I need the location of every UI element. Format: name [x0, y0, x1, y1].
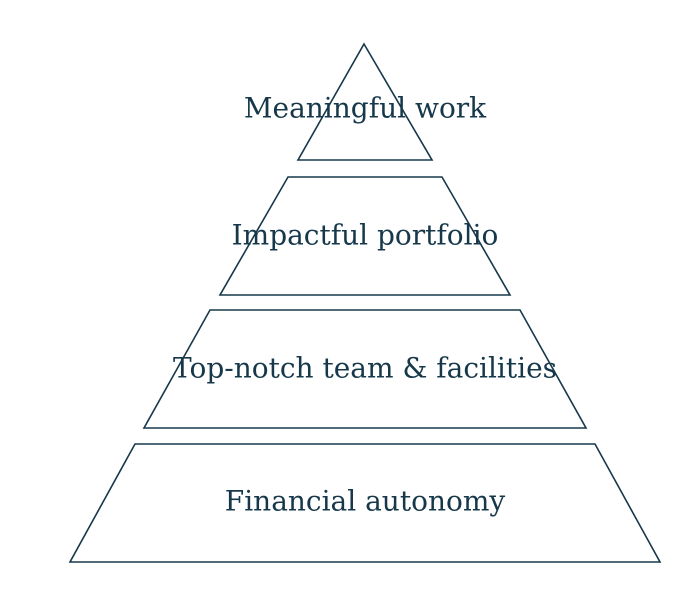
tier-base-label: Financial autonomy [225, 485, 506, 518]
tier-base-shape [68, 443, 662, 563]
tier-upper-middle-shape [218, 176, 512, 296]
pyramid-tier-upper-middle: Impactful portfolio [218, 176, 512, 296]
tier-top-shape [296, 42, 434, 161]
tier-upper-middle-label: Impactful portfolio [232, 219, 499, 252]
pyramid-tier-lower-middle: Top-notch team & facilities [142, 309, 588, 429]
tier-lower-middle-shape [142, 309, 588, 429]
pyramid-tier-base: Financial autonomy [68, 443, 662, 563]
tier-top-label: Meaningful work [244, 92, 487, 125]
pyramid-tier-top: Meaningful work [244, 42, 487, 161]
tier-lower-middle-label: Top-notch team & facilities [173, 352, 557, 385]
